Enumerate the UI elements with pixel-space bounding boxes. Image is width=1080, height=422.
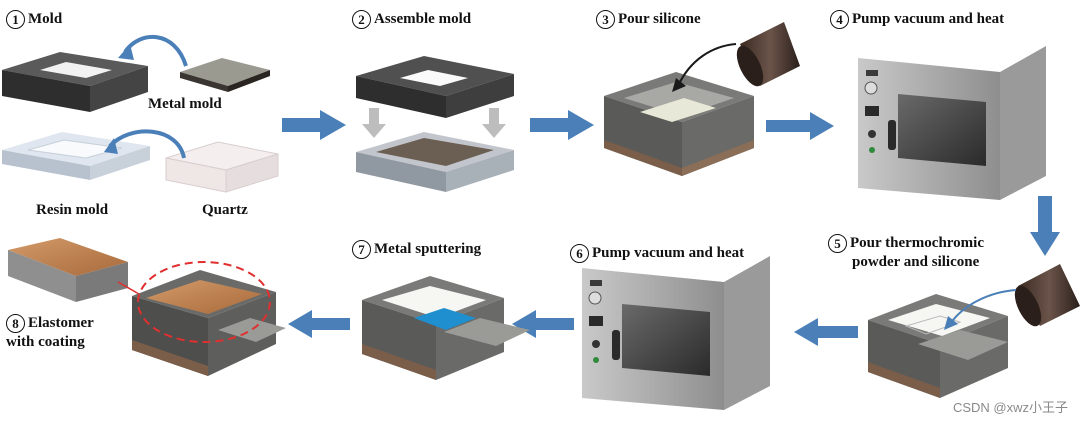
pour-cup-3 — [736, 22, 800, 87]
step-2-number: 2 — [352, 10, 371, 29]
assemble-bottom-frame — [356, 132, 514, 192]
flow-arrow-1 — [282, 110, 346, 140]
flow-arrow-3 — [766, 112, 834, 140]
pour-arrow-5 — [949, 289, 1017, 325]
step-4-number: 4 — [830, 10, 849, 29]
elastomer-film-sample — [8, 238, 128, 302]
flow-arrow-4 — [1030, 196, 1060, 256]
resin-mold-label: Resin mold — [36, 202, 109, 218]
pour-cup-5 — [1014, 264, 1080, 327]
step-1-number: 1 — [6, 10, 25, 29]
vacuum-oven-6 — [582, 256, 770, 410]
swap-arrow-bottom — [108, 129, 186, 159]
step-5-number: 5 — [828, 234, 847, 254]
swap-arrow-top — [123, 35, 188, 67]
watermark: CSDN @xwz小王子 — [952, 400, 1068, 415]
step-8-number: 8 — [6, 314, 25, 334]
silicone-mold-3 — [604, 72, 754, 176]
metal-mold-label: Metal mold — [148, 96, 222, 112]
flow-arrow-5 — [794, 318, 858, 346]
pour-arrow-3 — [677, 43, 737, 87]
assemble-top-frame — [356, 56, 514, 118]
step-7-number: 7 — [352, 240, 371, 259]
thermochromic-mold-5 — [868, 294, 1008, 398]
highlight-ellipse — [137, 261, 271, 343]
flow-arrow-2 — [530, 110, 594, 140]
flow-arrow-7 — [288, 310, 350, 338]
step-6-number: 6 — [570, 244, 589, 263]
step-3-number: 3 — [596, 10, 615, 29]
quartz-label: Quartz — [202, 202, 248, 218]
vacuum-oven-4 — [858, 46, 1046, 200]
coated-mold-8 — [132, 270, 286, 376]
metal-mold-frame — [2, 52, 148, 112]
down-arrow-left — [362, 108, 386, 138]
resin-mold-frame — [2, 132, 150, 180]
metal-mold-plate — [180, 58, 270, 92]
sputtering-mold-7 — [362, 276, 530, 380]
flow-arrow-6 — [512, 310, 574, 338]
down-arrow-right — [482, 108, 506, 138]
quartz-frame — [165, 141, 279, 193]
